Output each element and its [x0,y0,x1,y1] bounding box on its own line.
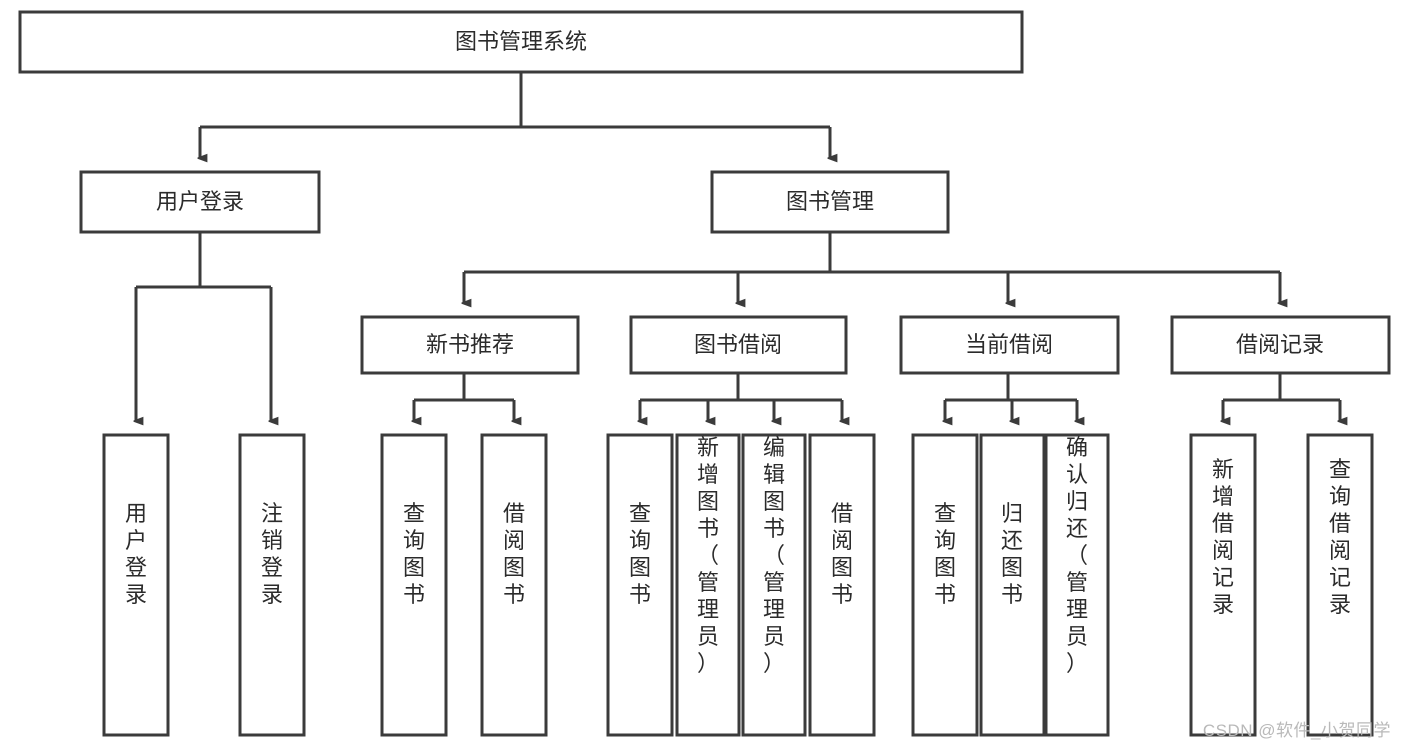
leaf-node-recommend-borrow-book[interactable]: 借阅图书 [480,433,548,737]
leaf-node-current-confirm-return[interactable]: 确认归还（管理员） [1044,433,1110,737]
leaf-node-record-query-record[interactable]: 查询借阅记录 [1306,433,1374,737]
node-user-login[interactable]: 用户登录 [79,170,321,234]
leaf-node-borrow-borrow-book-label: 借阅图书 [831,501,853,607]
node-new-book-recommend-label: 新书推荐 [426,332,514,357]
leaf-node-current-return-book[interactable]: 归还图书 [979,433,1046,737]
csdn-watermark: CSDN @软件_小贺同学 [1202,721,1391,740]
leaf-node-recommend-borrow-book-label: 借阅图书 [503,501,525,607]
leaf-node-record-add-record-label: 新增借阅记录 [1212,457,1234,617]
leaf-node-user-login-login[interactable]: 用户登录 [102,433,170,737]
node-root-book-management-system[interactable]: 图书管理系统 [18,10,1024,74]
leaf-node-current-query-book[interactable]: 查询图书 [911,433,979,737]
node-borrow-record-label: 借阅记录 [1236,332,1324,357]
node-book-borrow-label: 图书借阅 [694,332,782,357]
leaf-node-borrow-query-book-label: 查询图书 [629,501,651,607]
leaf-node-borrow-query-book[interactable]: 查询图书 [606,433,674,737]
leaf-node-borrow-borrow-book[interactable]: 借阅图书 [808,433,876,737]
leaf-node-user-logout-label: 注销登录 [261,501,283,607]
leaf-node-current-query-book-label: 查询图书 [934,501,956,607]
leaf-node-record-add-record[interactable]: 新增借阅记录 [1189,433,1257,737]
leaf-node-user-logout[interactable]: 注销登录 [238,433,306,737]
node-new-book-recommend[interactable]: 新书推荐 [360,315,580,375]
leaf-node-record-query-record-label: 查询借阅记录 [1329,457,1351,617]
node-book-management-label: 图书管理 [786,189,874,214]
leaf-node-borrow-edit-book[interactable]: 编辑图书（管理员） [741,433,807,737]
leaf-node-recommend-query-book-label: 查询图书 [403,501,425,607]
connector-layer [136,72,1340,421]
leaf-node-borrow-edit-book-label: 编辑图书（管理员） [763,435,785,676]
node-book-borrow[interactable]: 图书借阅 [629,315,848,375]
node-root-label: 图书管理系统 [455,29,587,54]
node-borrow-record[interactable]: 借阅记录 [1170,315,1391,375]
leaf-node-current-confirm-return-label: 确认归还（管理员） [1066,435,1088,676]
leaf-node-borrow-add-book[interactable]: 新增图书（管理员） [675,433,741,737]
node-current-borrow[interactable]: 当前借阅 [899,315,1120,375]
leaf-node-user-login-login-label: 用户登录 [125,501,147,607]
leaf-node-recommend-query-book[interactable]: 查询图书 [380,433,448,737]
node-book-management[interactable]: 图书管理 [710,170,950,234]
node-user-login-label: 用户登录 [156,189,244,214]
node-current-borrow-label: 当前借阅 [965,332,1053,357]
leaf-node-borrow-add-book-label: 新增图书（管理员） [697,435,719,676]
leaf-node-current-return-book-label: 归还图书 [1001,501,1023,607]
